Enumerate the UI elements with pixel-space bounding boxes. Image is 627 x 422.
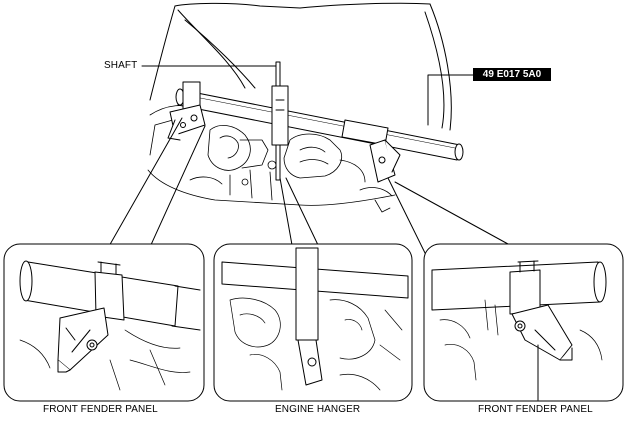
shaft-label: SHAFT — [104, 60, 138, 71]
left-detail-panel — [3, 243, 205, 402]
right-bracket-main — [369, 139, 401, 183]
left-detail-background — [19, 329, 191, 391]
part-number-badge: 49 E017 5A0 — [473, 68, 551, 81]
engine-bay — [147, 105, 396, 213]
right-detail-label: FRONT FENDER PANEL — [478, 404, 593, 415]
center-detail-shaft — [295, 247, 323, 386]
left-detail-label: FRONT FENDER PANEL — [43, 404, 158, 415]
callout-lines — [99, 117, 509, 263]
right-detail-bracket — [509, 260, 573, 361]
left-detail-bracket — [57, 261, 125, 373]
shaft-main — [271, 61, 289, 181]
part-number-leader — [427, 74, 474, 126]
center-detail-panel — [213, 243, 413, 402]
crossbar-main — [175, 88, 464, 161]
left-bracket-main — [167, 81, 206, 141]
hood-outline — [149, 2, 452, 131]
center-detail-background — [229, 297, 403, 391]
right-detail-background — [439, 299, 603, 381]
right-detail-panel — [423, 243, 624, 402]
center-detail-label: ENGINE HANGER — [275, 404, 361, 415]
